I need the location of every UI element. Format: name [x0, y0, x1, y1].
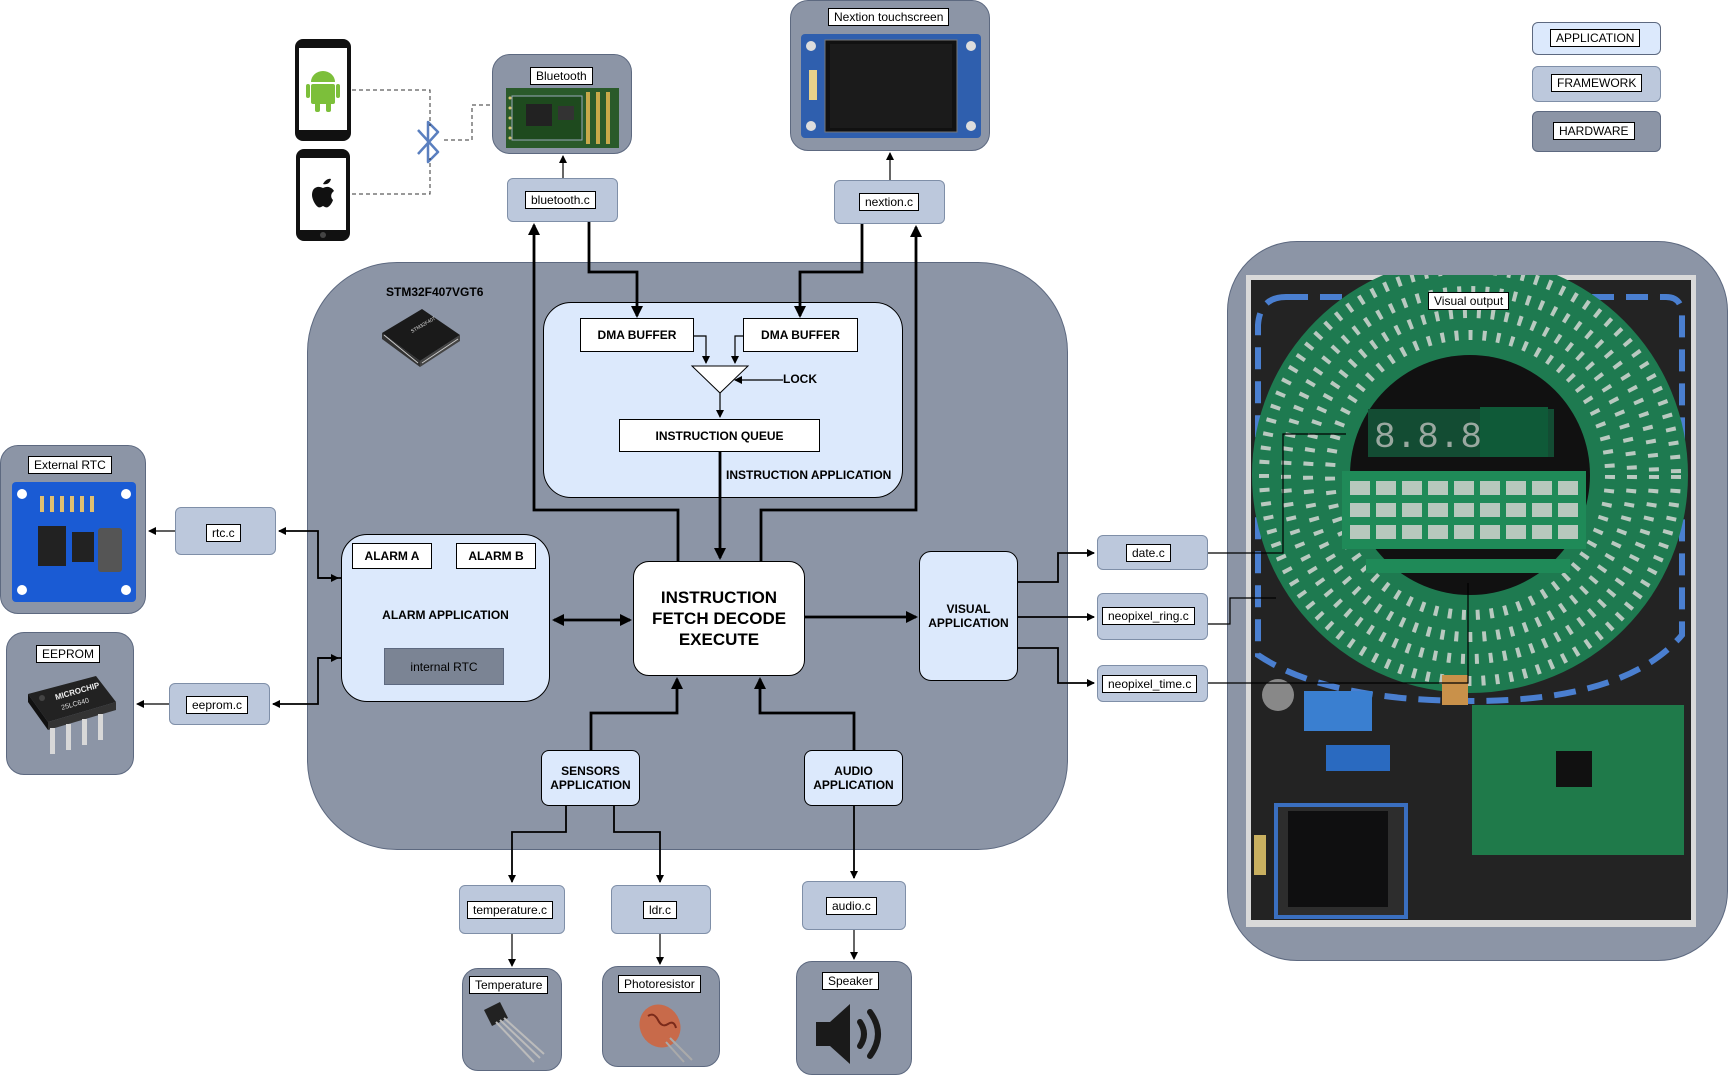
- legend-framework-label: FRAMEWORK: [1551, 74, 1643, 92]
- mcu-chip-icon: STM32F407: [382, 309, 460, 367]
- bluetooth-module-image: [506, 88, 619, 148]
- nextion-screen-image: [801, 34, 981, 138]
- visual-output-label: Visual output: [1428, 292, 1510, 310]
- temperature-hardware-label: Temperature: [469, 976, 549, 994]
- core-line2: FETCH DECODE: [651, 609, 787, 628]
- rtc-c: rtc.c: [206, 524, 241, 542]
- eeprom-c: eeprom.c: [186, 696, 249, 714]
- audio-app-line1: AUDIO: [834, 764, 873, 778]
- nextion-hardware-label: Nextion touchscreen: [828, 8, 950, 26]
- external-rtc-module-image: [12, 482, 136, 602]
- speaker-icon: [816, 1004, 881, 1064]
- eeprom-chip-image: MICROCHIP 25LC640: [28, 676, 116, 754]
- internal-rtc: internal RTC: [384, 648, 504, 685]
- audio-application: AUDIO APPLICATION: [804, 750, 903, 806]
- sensors-app-line2: APPLICATION: [550, 778, 631, 792]
- bluetooth-hardware-label: Bluetooth: [530, 67, 593, 85]
- temperature-c: temperature.c: [467, 901, 554, 919]
- nextion-c: nextion.c: [859, 193, 920, 211]
- bluetooth-c: bluetooth.c: [525, 191, 596, 209]
- neopixel-ring-c: neopixel_ring.c: [1102, 607, 1195, 625]
- visual-app-line1: VISUAL: [946, 602, 991, 616]
- date-c: date.c: [1126, 544, 1171, 562]
- temperature-sensor-image: [484, 1002, 545, 1063]
- dma-buffer-left: DMA BUFFER: [580, 318, 694, 352]
- ldr-c: ldr.c: [643, 901, 678, 919]
- alarm-b: ALARM B: [456, 543, 536, 569]
- sensors-app-line1: SENSORS: [561, 764, 620, 778]
- speaker-hardware-label: Speaker: [822, 972, 879, 990]
- bluetooth-symbol-icon: [417, 120, 440, 164]
- external-rtc-label: External RTC: [28, 456, 112, 474]
- legend-application-label: APPLICATION: [1550, 29, 1641, 47]
- dma-buffer-right: DMA BUFFER: [743, 318, 858, 352]
- legend-hardware-label: HARDWARE: [1553, 122, 1635, 140]
- instruction-fetch-decode-execute: INSTRUCTION FETCH DECODE EXECUTE: [633, 561, 805, 676]
- photoresistor-hardware-label: Photoresistor: [618, 975, 701, 993]
- instruction-queue: INSTRUCTION QUEUE: [619, 419, 820, 452]
- core-line3: EXECUTE: [678, 630, 760, 649]
- android-phone-icon: [295, 39, 351, 141]
- apple-phone-icon: [296, 149, 350, 241]
- sensors-application: SENSORS APPLICATION: [541, 750, 640, 806]
- mcu-name: STM32F407VGT6: [386, 285, 484, 299]
- internal-rtc-label: internal RTC: [410, 659, 478, 674]
- lock-label: LOCK: [783, 372, 817, 386]
- instruction-application-title: INSTRUCTION APPLICATION: [726, 468, 892, 482]
- audio-app-line2: APPLICATION: [813, 778, 894, 792]
- alarm-a: ALARM A: [352, 543, 432, 569]
- visual-app-line2: APPLICATION: [928, 616, 1009, 630]
- eeprom-hardware-label: EEPROM: [36, 645, 101, 663]
- audio-c: audio.c: [826, 897, 877, 915]
- photoresistor-image: [639, 1004, 693, 1063]
- alarm-application-title: ALARM APPLICATION: [382, 608, 509, 622]
- core-line1: INSTRUCTION: [660, 588, 778, 607]
- visual-output-photo: 8.8.8.8: [1246, 275, 1696, 927]
- visual-application: VISUAL APPLICATION: [919, 551, 1018, 681]
- neopixel-time-c: neopixel_time.c: [1102, 675, 1198, 693]
